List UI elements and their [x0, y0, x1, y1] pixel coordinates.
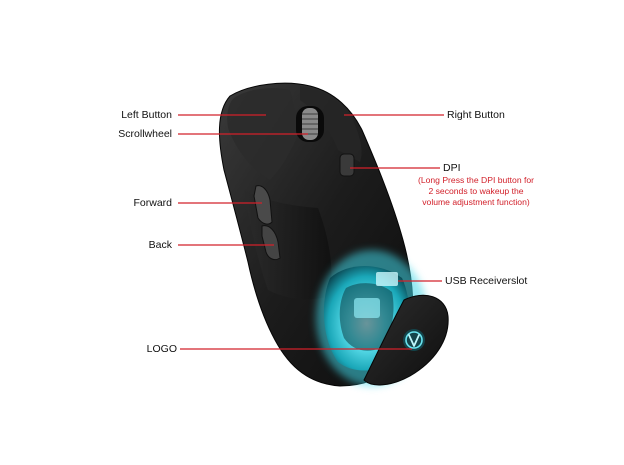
label-right-button: Right Button [447, 109, 505, 121]
dpi-button-part [339, 153, 355, 177]
label-dpi: DPI [443, 162, 461, 174]
dpi-note: (Long Press the DPI button for 2 seconds… [404, 175, 548, 208]
dpi-note-line-3: volume adjustment function) [422, 197, 530, 207]
label-usb-receiver-slot: USB Receiverslot [445, 275, 528, 287]
label-scrollwheel: Scrollwheel [118, 128, 172, 140]
scrollwheel-part [296, 106, 324, 142]
label-forward: Forward [133, 197, 172, 209]
v-swirl-logo-icon [405, 331, 423, 349]
back-button-part [261, 225, 281, 261]
label-left-button: Left Button [121, 109, 172, 121]
dpi-note-line-1: (Long Press the DPI button for [417, 175, 535, 185]
right-button-panel [300, 86, 362, 162]
magnetic-cover [363, 294, 449, 386]
label-back: Back [148, 239, 172, 251]
forward-button-part [253, 185, 273, 225]
dpi-note-line-2: 2 seconds to wakeup the [428, 186, 524, 196]
leader-lines [178, 114, 444, 350]
label-logo: LOGO [146, 343, 177, 355]
